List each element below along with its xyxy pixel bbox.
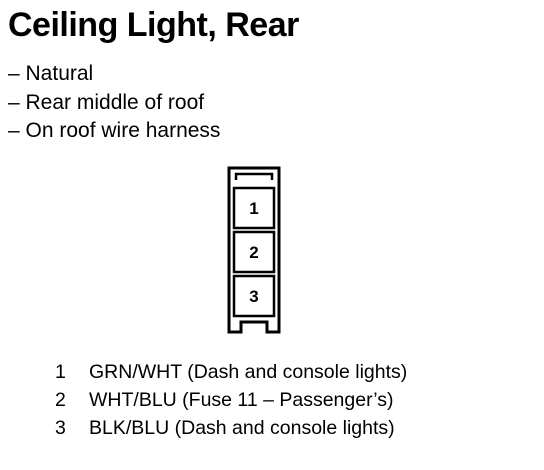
pin-number: 2: [55, 389, 66, 411]
cavity-1: [232, 186, 276, 230]
pin-description: WHT/BLU (Fuse 11 – Passenger’s): [89, 389, 394, 411]
pin-number: 1: [55, 361, 66, 383]
pin-description: BLK/BLU (Dash and console lights): [89, 417, 395, 439]
spec-color: – Natural: [8, 62, 94, 85]
cavity-label-2: 2: [249, 243, 258, 262]
connector-latch: [234, 172, 274, 180]
pin-row-2: 2 WHT/BLU (Fuse 11 – Passenger’s): [55, 386, 407, 414]
cavity-label-3: 3: [249, 287, 258, 306]
connector-specs: – Natural – Rear middle of roof – On roo…: [8, 60, 220, 146]
connector-housing: [227, 166, 281, 334]
pin-row-1: 1 GRN/WHT (Dash and console lights): [55, 358, 407, 386]
pin-row-3: 3 BLK/BLU (Dash and console lights): [55, 414, 407, 442]
spec-harness: – On roof wire harness: [8, 119, 221, 142]
spec-location: – Rear middle of roof: [8, 90, 205, 114]
connector-diagram: 1 2 3: [227, 166, 281, 338]
cavity-3: [232, 274, 276, 318]
pin-description: GRN/WHT (Dash and console lights): [89, 361, 408, 383]
pin-list: 1 GRN/WHT (Dash and console lights) 2 WHT/…: [55, 358, 407, 442]
page-title: Ceiling Light, Rear: [8, 6, 299, 44]
cavity-2: [232, 230, 276, 274]
cavity-label-1: 1: [249, 199, 258, 218]
pin-number: 3: [55, 417, 66, 439]
